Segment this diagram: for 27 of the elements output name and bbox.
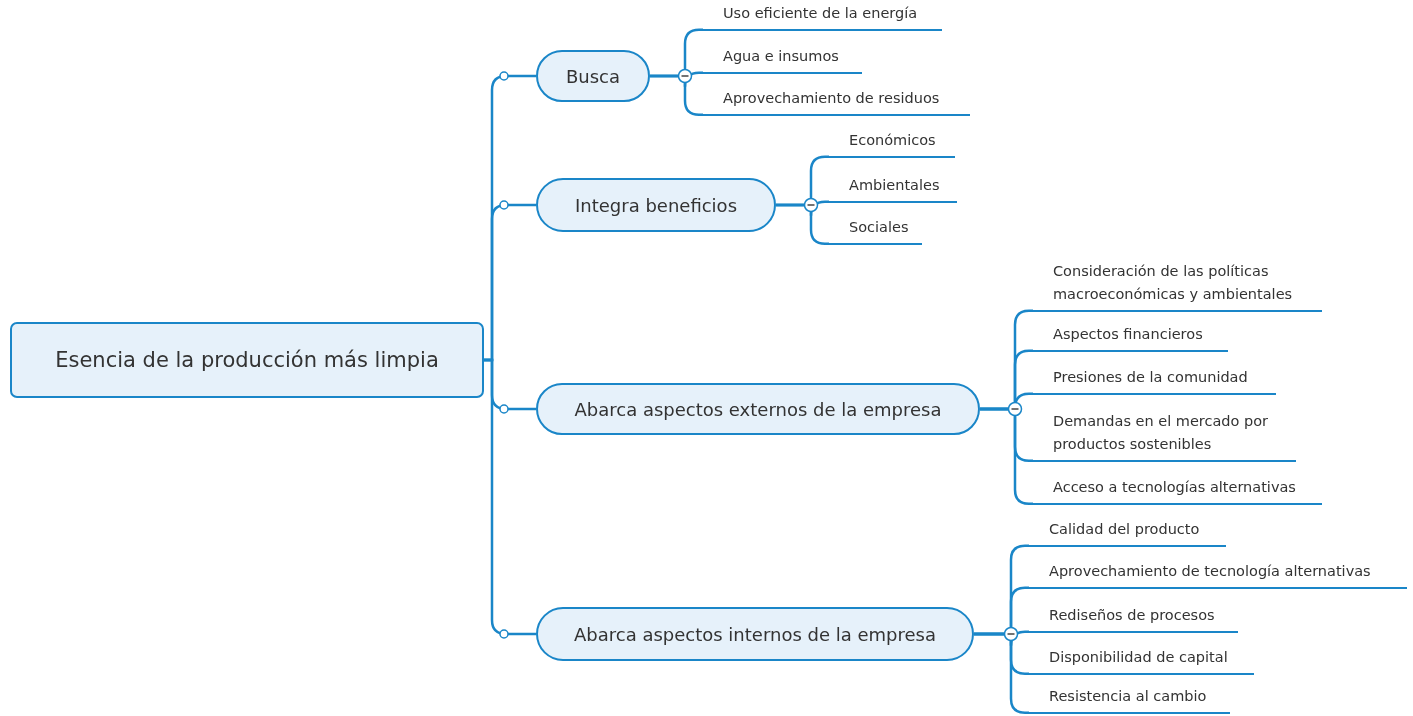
topic-text: Abarca aspectos internos de la empresa	[573, 623, 936, 645]
topic-text: Calidad del producto	[1049, 520, 1200, 539]
topic-text: Económicos	[849, 131, 936, 150]
topic-text: Ambientales	[849, 176, 940, 195]
topic-text: Sociales	[849, 218, 909, 237]
topic-text: Aprovechamiento de tecnología alternativas	[1049, 562, 1371, 581]
connector-line	[484, 358, 536, 636]
topic-text: Aprovechamiento de residuos	[723, 89, 940, 108]
topic-text: Rediseños de procesos	[1049, 606, 1215, 625]
topic-text: Demandas en el mercado por productos sostenibles	[1053, 412, 1270, 454]
topic-text: Agua e insumos	[723, 47, 839, 66]
topic-text: Presiones de la comunidad	[1053, 368, 1248, 387]
topic-box	[536, 50, 650, 102]
topic-text: Disponibilidad de capital	[1049, 648, 1228, 667]
topic-text: Busca	[565, 65, 621, 87]
topic-box	[536, 607, 974, 661]
topic-text: Resistencia al cambio	[1049, 687, 1207, 706]
topic-box	[536, 383, 980, 435]
topic-text: Esencia de la producción más limpia	[55, 348, 439, 372]
topic-text: Integra beneficios	[574, 194, 737, 216]
topic-text: Consideración de las políticas macroeconómicas y ambientales	[1053, 262, 1294, 304]
topic-text: Uso eficiente de la energía	[723, 4, 918, 23]
root-topic-box	[10, 322, 484, 398]
topic-text: Abarca aspectos externos de la empresa	[574, 398, 942, 420]
topic-text: Acceso a tecnologías alternativas	[1053, 478, 1296, 497]
topic-box	[536, 178, 776, 232]
topic-text: Aspectos financieros	[1053, 325, 1203, 344]
